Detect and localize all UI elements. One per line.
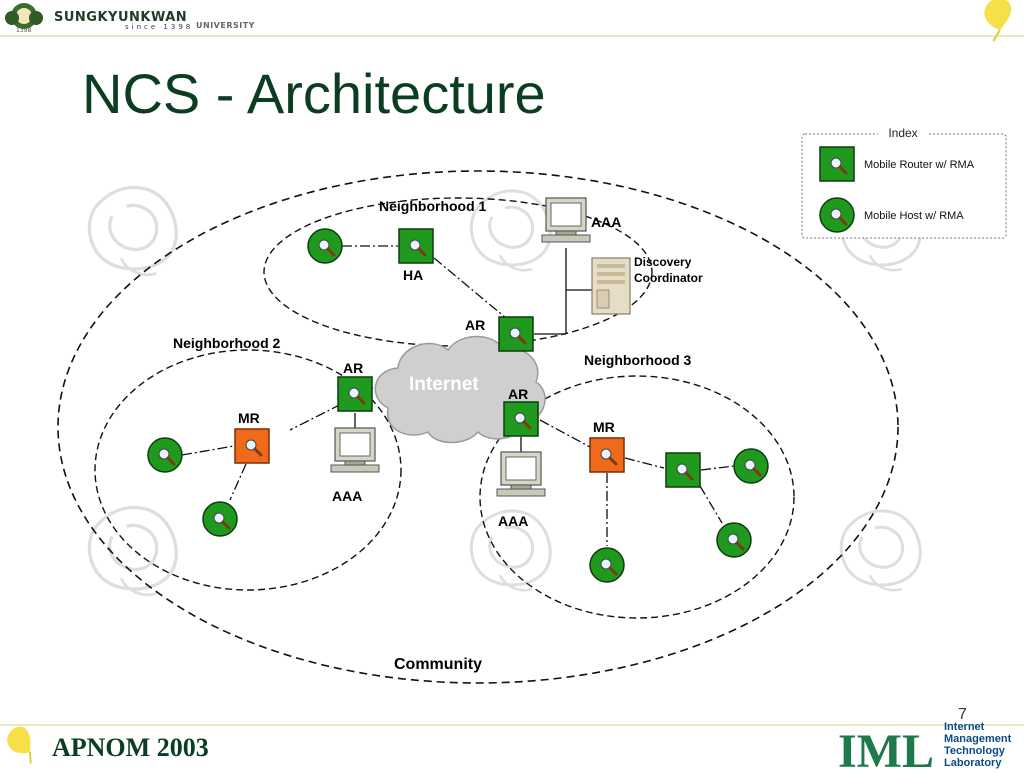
- mobile-host-node: [146, 436, 184, 474]
- access-router: [497, 315, 535, 353]
- university-seal-icon: [5, 3, 43, 29]
- seal-year: 1398: [16, 27, 32, 34]
- mobile-router-icon: [818, 145, 856, 183]
- access-router: [502, 400, 540, 438]
- aaa-label: AAA: [591, 214, 622, 230]
- university-name: SUNGKYUNKWAN: [54, 10, 188, 25]
- mobile-host-icon: [818, 196, 856, 234]
- home-agent-router: [397, 227, 435, 265]
- index-label-mobile-router: Mobile Router w/ RMA: [864, 159, 975, 171]
- conference-name: APNOM 2003: [52, 733, 209, 762]
- neighborhood-1-label: Neighborhood 1: [379, 198, 487, 214]
- neighborhood-3-boundary: [479, 375, 795, 619]
- community-boundary: [57, 170, 899, 684]
- internet-label: Internet: [409, 374, 479, 395]
- mobile-router-node: [588, 436, 626, 474]
- ar-label: AR: [508, 386, 529, 402]
- neighborhood-2-boundary: [94, 349, 402, 591]
- mobile-host-node: [306, 227, 344, 265]
- watermark-logo-icon: [87, 185, 178, 277]
- discovery-coordinator-label: Discovery Coordinator: [634, 255, 703, 285]
- discovery-coordinator-server: [591, 257, 631, 315]
- ha-label: HA: [403, 267, 424, 283]
- university-since: since 1398: [125, 23, 194, 31]
- ginkgo-leaf-icon: [979, 0, 1022, 42]
- ar-label: AR: [343, 360, 364, 376]
- ar-label: AR: [465, 317, 486, 333]
- mobile-host-node: [732, 447, 770, 485]
- ginkgo-leaf-icon: [1, 721, 47, 765]
- mobile-router-node: [664, 451, 702, 489]
- lab-line-internet: Internet: [944, 721, 985, 733]
- slide-title: NCS - Architecture: [82, 62, 546, 125]
- aaa-label: AAA: [498, 513, 529, 529]
- wireless-links: [181, 245, 735, 546]
- access-router: [336, 375, 374, 413]
- mobile-router-node: [233, 427, 271, 465]
- mr-label: MR: [238, 410, 260, 426]
- index-title: Index: [878, 126, 928, 140]
- neighborhood-2-label: Neighborhood 2: [173, 335, 281, 351]
- aaa-server-computer: [330, 427, 380, 473]
- watermark-logo-icon: [87, 505, 178, 597]
- page-number: 7: [958, 706, 967, 723]
- index-label-mobile-host: Mobile Host w/ RMA: [864, 210, 964, 222]
- mobile-host-node: [201, 500, 239, 538]
- lab-line-management: Management: [944, 733, 1012, 745]
- watermark-logo-icon: [839, 509, 922, 592]
- aaa-label: AAA: [332, 488, 363, 504]
- iml-logo: IML: [832, 724, 940, 773]
- iml-logo-text: IML: [838, 725, 934, 768]
- lab-line-laboratory: Laboratory: [944, 757, 1002, 769]
- aaa-server-computer: [541, 197, 591, 243]
- neighborhood-3-label: Neighborhood 3: [584, 352, 692, 368]
- aaa-server-computer: [496, 451, 546, 497]
- lab-line-technology: Technology: [944, 745, 1005, 757]
- internet-cloud: [374, 335, 546, 444]
- community-label: Community: [394, 656, 482, 673]
- lab-name: Internet Management Technology Laborator…: [944, 721, 1011, 769]
- mr-label: MR: [593, 419, 615, 435]
- university-word: UNIVERSITY: [196, 21, 255, 30]
- mobile-host-node: [588, 546, 626, 584]
- mobile-host-node: [715, 521, 753, 559]
